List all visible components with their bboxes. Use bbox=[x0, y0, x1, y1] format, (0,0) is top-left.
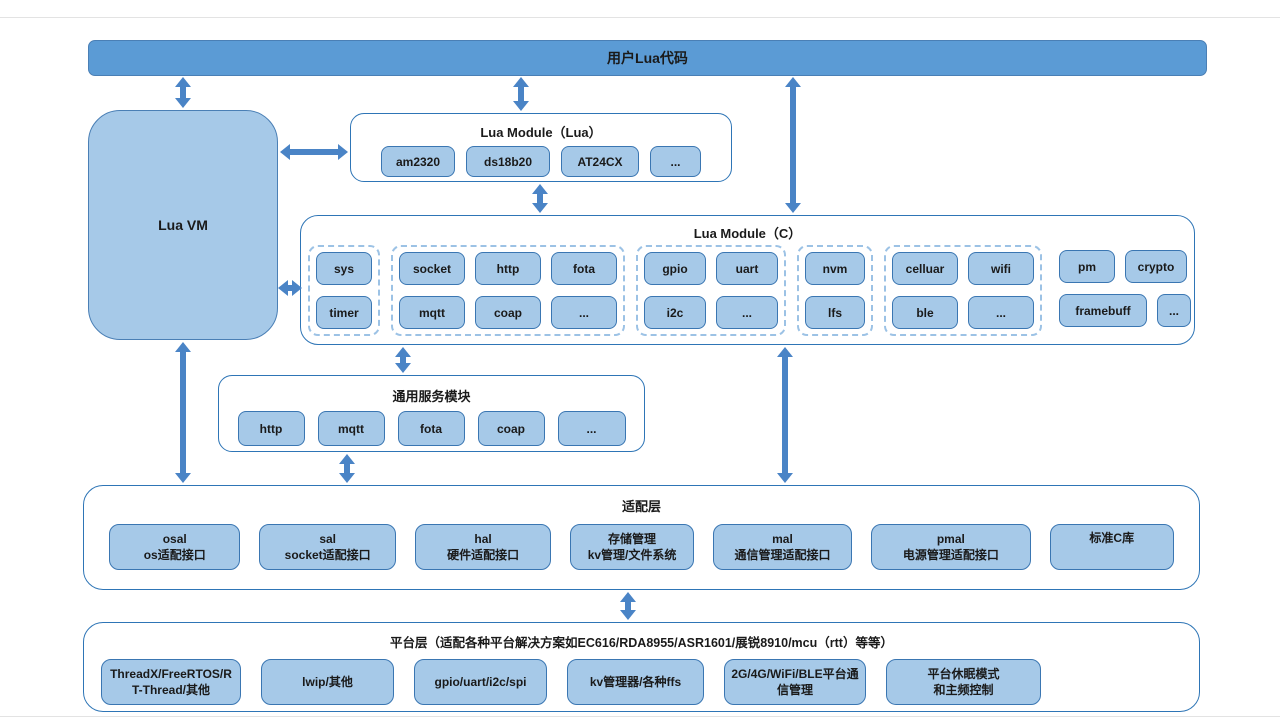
user-lua-code-label: 用户Lua代码 bbox=[607, 50, 688, 66]
box-line1: sal bbox=[319, 531, 336, 546]
box-line1: mal bbox=[772, 531, 793, 546]
box-line2: os适配接口 bbox=[143, 548, 206, 562]
chip-lfs: lfs bbox=[805, 296, 865, 329]
slide-bottom-edge bbox=[0, 716, 1280, 717]
adapter-layer-boxes: osal os适配接口 sal socket适配接口 hal 硬件适配接口 存储… bbox=[84, 524, 1199, 570]
chip-fota: fota bbox=[397, 411, 465, 446]
platform-layer-title: 平台层（适配各种平台解决方案如EC616/RDA8955/ASR1601/展锐8… bbox=[390, 636, 893, 650]
box-pmal: pmal 电源管理适配接口 bbox=[871, 524, 1031, 570]
lua-module-c-title: Lua Module（C） bbox=[693, 226, 802, 241]
chip-http: http bbox=[475, 252, 541, 285]
adapter-layer-title: 适配层 bbox=[621, 499, 661, 514]
arrow-modc-services bbox=[394, 347, 412, 373]
chip-i2c: i2c bbox=[644, 296, 706, 329]
box-line1: osal bbox=[162, 531, 187, 546]
box-comm-mgmt: 2G/4G/WiFi/BLE平台通信管理 bbox=[724, 659, 866, 705]
group-peripherals: gpio uart i2c ... bbox=[636, 245, 786, 336]
arrow-bar-luavm bbox=[174, 77, 192, 108]
common-services-panel: 通用服务模块 http mqtt fota coap ... bbox=[218, 375, 645, 452]
group-misc: pm crypto framebuff ... bbox=[1053, 245, 1197, 332]
lua-module-lua-title: Lua Module（Lua） bbox=[480, 125, 602, 140]
box-line2: 硬件适配接口 bbox=[447, 548, 520, 562]
chip-uart: uart bbox=[716, 252, 778, 285]
box-osal: osal os适配接口 bbox=[109, 524, 241, 570]
chip-socket: socket bbox=[399, 252, 465, 285]
arrow-luavm-modc bbox=[278, 279, 302, 297]
lua-vm-box: Lua VM bbox=[88, 110, 278, 340]
group-radio: celluar wifi ble ... bbox=[884, 245, 1042, 336]
box-line1: 存储管理 bbox=[608, 531, 657, 546]
group-storage: nvm lfs bbox=[797, 245, 873, 336]
box-gpio-uart-i2c-spi: gpio/uart/i2c/spi bbox=[414, 659, 547, 705]
box-kv-manager: kv管理器/各种ffs bbox=[567, 659, 704, 705]
box-line2: 通信管理适配接口 bbox=[734, 548, 831, 562]
box-sleep-freq: 平台休眠模式 和主频控制 bbox=[886, 659, 1041, 705]
box-line2: socket适配接口 bbox=[284, 548, 371, 562]
chip-ellipsis: ... bbox=[968, 296, 1034, 329]
chip-sys: sys bbox=[316, 252, 372, 285]
chip-pm: pm bbox=[1059, 250, 1115, 283]
chip-ellipsis: ... bbox=[716, 296, 778, 329]
arrow-services-adapter bbox=[338, 454, 356, 483]
chip-mqtt: mqtt bbox=[399, 296, 465, 329]
chip-ellipsis: ... bbox=[557, 411, 626, 446]
arrow-bar-modlua bbox=[512, 77, 530, 111]
box-line2: 电源管理适配接口 bbox=[902, 548, 999, 562]
chip-ellipsis: ... bbox=[650, 146, 701, 177]
lua-module-c-panel: Lua Module（C） sys timer socket http fota… bbox=[300, 215, 1195, 345]
group-network: socket http fota mqtt coap ... bbox=[391, 245, 625, 336]
platform-layer-panel: 平台层（适配各种平台解决方案如EC616/RDA8955/ASR1601/展锐8… bbox=[83, 622, 1200, 712]
lua-module-lua-chips: am2320 ds18b20 AT24CX ... bbox=[351, 146, 731, 177]
chip-coap: coap bbox=[477, 411, 545, 446]
chip-ellipsis: ... bbox=[1157, 294, 1191, 327]
slide-top-edge bbox=[0, 17, 1280, 18]
chip-at24cx: AT24CX bbox=[561, 146, 639, 177]
lua-module-c-groups: sys timer socket http fota mqtt coap ...… bbox=[301, 245, 1194, 336]
chip-celluar: celluar bbox=[892, 252, 958, 285]
box-line1: pmal bbox=[936, 531, 965, 546]
chip-crypto: crypto bbox=[1125, 250, 1187, 283]
lua-module-lua-panel: Lua Module（Lua） am2320 ds18b20 AT24CX ..… bbox=[350, 113, 732, 182]
chip-fota: fota bbox=[551, 252, 617, 285]
chip-timer: timer bbox=[316, 296, 372, 329]
adapter-layer-panel: 适配层 osal os适配接口 sal socket适配接口 hal 硬件适配接… bbox=[83, 485, 1200, 590]
arrow-modc-adapter bbox=[776, 347, 794, 483]
chip-coap: coap bbox=[475, 296, 541, 329]
chip-ble: ble bbox=[892, 296, 958, 329]
chip-am2320: am2320 bbox=[381, 146, 455, 177]
box-line2: kv管理/文件系统 bbox=[587, 548, 677, 562]
box-mal: mal 通信管理适配接口 bbox=[712, 524, 853, 570]
arrow-luavm-modlua bbox=[280, 143, 348, 161]
box-rtos: ThreadX/FreeRTOS/RT-Thread/其他 bbox=[101, 659, 241, 705]
chip-wifi: wifi bbox=[968, 252, 1034, 285]
arrow-modlua-modc bbox=[531, 184, 549, 213]
user-lua-code-bar: 用户Lua代码 bbox=[88, 40, 1207, 76]
box-hal: hal 硬件适配接口 bbox=[414, 524, 552, 570]
chip-mqtt: mqtt bbox=[317, 411, 385, 446]
common-services-title: 通用服务模块 bbox=[392, 389, 471, 404]
platform-layer-boxes: ThreadX/FreeRTOS/RT-Thread/其他 lwip/其他 gp… bbox=[84, 659, 1199, 705]
chip-http: http bbox=[237, 411, 305, 446]
chip-framebuff: framebuff bbox=[1059, 294, 1147, 327]
common-services-chips: http mqtt fota coap ... bbox=[219, 411, 644, 446]
box-line1: 标准C库 bbox=[1089, 531, 1135, 545]
lua-vm-label: Lua VM bbox=[158, 217, 208, 233]
arrow-adapter-platform bbox=[619, 592, 637, 620]
chip-nvm: nvm bbox=[805, 252, 865, 285]
box-line1: hal bbox=[474, 531, 492, 546]
box-lwip: lwip/其他 bbox=[261, 659, 394, 705]
box-sal: sal socket适配接口 bbox=[259, 524, 396, 570]
group-system: sys timer bbox=[308, 245, 380, 336]
box-storage-mgmt: 存储管理 kv管理/文件系统 bbox=[570, 524, 694, 570]
chip-ellipsis: ... bbox=[551, 296, 617, 329]
arrow-luavm-adapter bbox=[174, 342, 192, 483]
box-std-c-lib: 标准C库 bbox=[1049, 524, 1174, 570]
chip-ds18b20: ds18b20 bbox=[466, 146, 550, 177]
arrow-bar-modc bbox=[784, 77, 802, 213]
chip-gpio: gpio bbox=[644, 252, 706, 285]
